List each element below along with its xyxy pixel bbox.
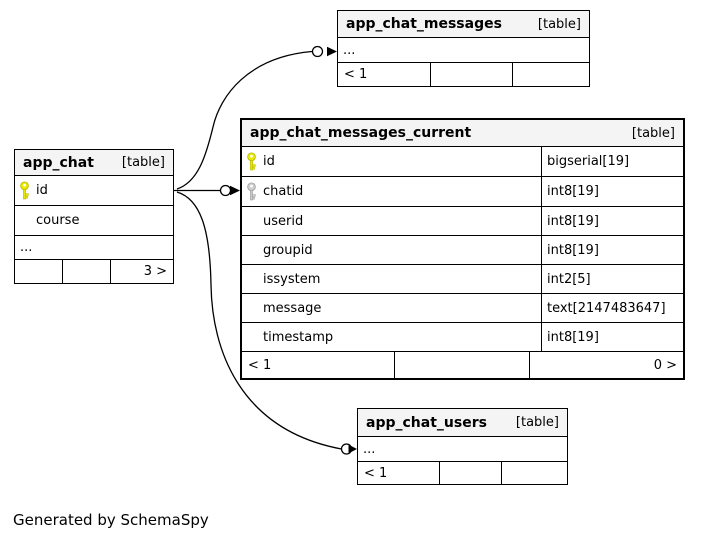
column-name: groupid xyxy=(263,242,313,258)
relationship-arrowhead xyxy=(348,444,357,454)
table-app-chat-messages[interactable]: app_chat_messages [table] ... < 1 xyxy=(337,10,590,87)
footer-cell xyxy=(502,462,567,484)
foreign-key-icon xyxy=(247,182,256,201)
column-name: ... xyxy=(363,441,376,457)
column-type: text[2147483647] xyxy=(541,294,683,322)
primary-key-icon xyxy=(247,152,256,171)
column-name: message xyxy=(263,300,322,316)
column-row-ellipsis: ... xyxy=(358,437,567,462)
column-name: userid xyxy=(263,213,304,229)
table-footer: < 1 0 > xyxy=(242,352,683,379)
column-type: int8[19] xyxy=(541,177,683,206)
footer-cell xyxy=(431,63,513,86)
column-row-timestamp: timestamp int8[19] xyxy=(242,323,683,352)
column-type: int8[19] xyxy=(541,236,683,264)
column-name: id xyxy=(36,183,48,198)
column-row-issystem: issystem int2[5] xyxy=(242,265,683,294)
column-type: int8[19] xyxy=(541,207,683,235)
footer-cell xyxy=(395,352,530,379)
primary-key-icon xyxy=(20,181,29,200)
column-type: int2[5] xyxy=(541,265,683,293)
footer-cell xyxy=(15,260,63,283)
footer-cell xyxy=(513,63,589,86)
column-type: bigserial[19] xyxy=(541,147,683,176)
column-row-message: message text[2147483647] xyxy=(242,294,683,323)
relationship-arrowhead xyxy=(327,46,337,57)
zero-or-one-circle xyxy=(311,45,324,58)
table-app-chat[interactable]: app_chat [table] id c xyxy=(14,149,174,284)
column-name: chatid xyxy=(263,184,304,199)
table-title[interactable]: app_chat_users xyxy=(366,414,487,431)
column-row-userid: userid int8[19] xyxy=(242,207,683,236)
column-row-groupid: groupid int8[19] xyxy=(242,236,683,265)
footer-children-count: < 1 xyxy=(358,462,440,484)
column-name: timestamp xyxy=(263,329,334,345)
column-row-course: course xyxy=(15,206,173,236)
column-type: int8[19] xyxy=(541,323,683,351)
column-name: issystem xyxy=(263,271,321,287)
column-row-chatid: chatid int8[19] xyxy=(242,177,683,207)
column-name: ... xyxy=(343,42,356,58)
table-header: app_chat [table] xyxy=(15,150,173,176)
column-name: id xyxy=(263,154,275,169)
table-footer: 3 > xyxy=(15,260,173,283)
table-title[interactable]: app_chat_messages xyxy=(346,16,502,32)
table-footer: < 1 xyxy=(358,462,567,484)
footer-cell xyxy=(63,260,111,283)
table-app-chat-messages-current[interactable]: app_chat_messages_current [table] id big… xyxy=(240,118,685,380)
table-header: app_chat_messages_current [table] xyxy=(242,120,683,147)
footer-cell xyxy=(440,462,502,484)
table-type-label: [table] xyxy=(631,125,675,141)
footer-parents-count: 0 > xyxy=(653,358,677,373)
column-name: course xyxy=(36,213,80,228)
table-type-label: [table] xyxy=(537,16,581,32)
table-type-label: [table] xyxy=(515,415,559,430)
zero-or-one-circle xyxy=(340,443,353,455)
table-header: app_chat_messages [table] xyxy=(338,11,589,38)
footer-parents-count: 3 > xyxy=(143,264,167,279)
table-app-chat-users[interactable]: app_chat_users [table] ... < 1 xyxy=(357,408,568,485)
table-type-label: [table] xyxy=(121,155,165,170)
table-title[interactable]: app_chat_messages_current xyxy=(250,125,472,141)
footer-children-count: < 1 xyxy=(242,352,395,379)
column-row-id: id xyxy=(15,176,173,206)
relationship-arrowhead xyxy=(230,185,240,196)
table-header: app_chat_users [table] xyxy=(358,409,567,437)
footer-children-count: < 1 xyxy=(338,63,431,86)
column-row-ellipsis: ... xyxy=(338,38,589,63)
table-footer: < 1 xyxy=(338,63,589,86)
column-row-ellipsis: ... xyxy=(15,236,173,260)
generated-by-label: Generated by SchemaSpy xyxy=(13,511,209,529)
zero-or-one-circle xyxy=(219,184,232,197)
column-row-id: id bigserial[19] xyxy=(242,147,683,177)
column-name: ... xyxy=(20,240,33,255)
table-title[interactable]: app_chat xyxy=(23,154,94,171)
